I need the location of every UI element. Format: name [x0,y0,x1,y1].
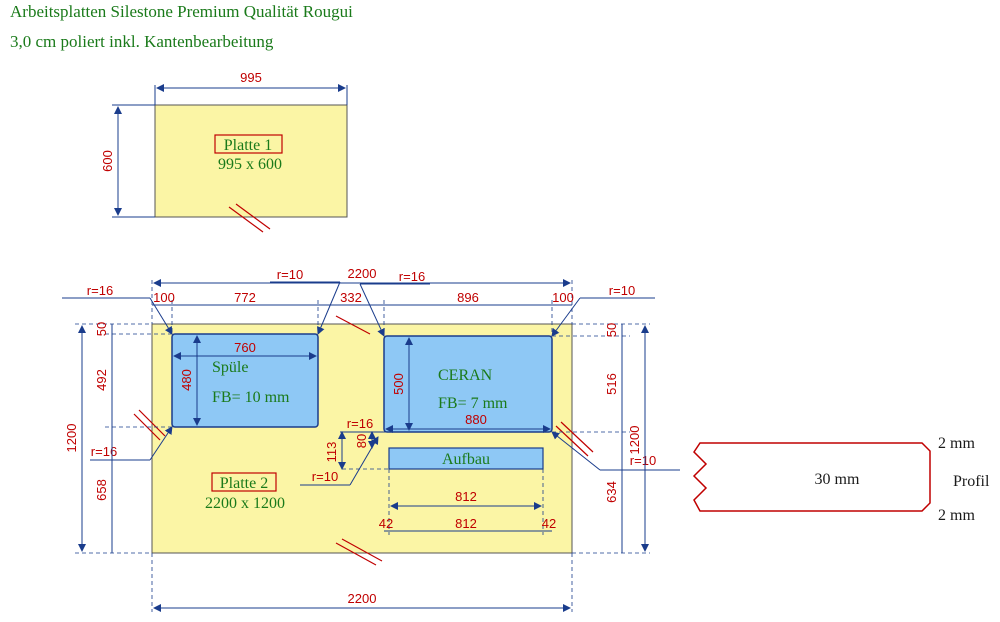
aufbau-label: Aufbau [442,451,490,468]
radius-mid-r10: r=10 [312,469,338,484]
sink-label: Spüle [212,359,248,376]
left-dim-492: 492 [94,369,109,391]
left-dim-total: 1200 [64,424,79,453]
plate-2-name-box [211,472,277,492]
profile-top-chamfer: 2 mm [938,435,975,452]
top-seg-2: 772 [234,290,256,305]
profile-label: Profil [953,473,990,490]
sink-width-label: 760 [234,340,256,355]
right-dim-516: 516 [604,373,619,395]
dim-113: 113 [324,442,339,463]
aufbau-left-offset: 42 [379,516,393,531]
plate-2: Spüle FB= 10 mm 760 480 CERAN FB= 7 mm 8… [62,266,680,612]
radius-top-right: r=10 [609,283,635,298]
hob-fb: FB= 7 mm [438,395,508,412]
plate-1-height-label: 600 [100,150,115,172]
hob-height-label: 500 [391,373,406,395]
radius-left-lower: r=16 [91,444,117,459]
top-seg-1: 100 [153,290,175,305]
top-seg-4: 896 [457,290,479,305]
aufbau-width-label: 812 [455,489,477,504]
profile-outline [692,442,931,512]
radius-mid-r16: r=16 [347,416,373,431]
aufbau-bottom-width: 812 [455,516,477,531]
hob-label: CERAN [438,367,493,384]
right-dim-634: 634 [604,481,619,503]
aufbau-cutout [388,447,544,470]
plate-1-name: Platte 1 [224,137,272,154]
top-seg-3: 332 [340,290,362,305]
left-dim-658: 658 [94,479,109,501]
profile-bottom-chamfer: 2 mm [938,507,975,524]
plate-1-body [154,104,348,218]
sink-fb: FB= 10 mm [212,389,290,406]
radius-top-mid-left: r=10 [277,267,303,282]
right-dim-total: 1200 [627,426,642,455]
right-dim-50: 50 [604,323,619,337]
plate-1-size: 995 x 600 [218,156,282,173]
grain-mark-2b [341,538,383,562]
profile-thickness: 30 mm [815,471,860,488]
left-dim-50: 50 [94,322,109,336]
radius-top-mid-right: r=16 [399,269,425,284]
radius-top-left: r=16 [87,283,113,298]
plate-1-name-box [214,134,283,154]
dim-80: 80 [354,434,369,448]
plate-1-width-label: 995 [240,70,262,85]
hob-width-label: 880 [465,412,487,427]
plate-2-bottom-total: 2200 [348,591,377,606]
plate-2-size: 2200 x 1200 [205,495,285,512]
plate-2-top-total: 2200 [348,266,377,281]
plate-2-name: Platte 2 [220,475,268,492]
top-seg-5: 100 [552,290,574,305]
plate-1: Platte 1 995 x 600 995 600 [100,70,348,233]
sink-height-label: 480 [179,369,194,391]
grain-mark-1b [235,203,271,230]
grain-mark-1a [228,206,264,233]
edge-profile: 30 mm 2 mm Profil 2 mm [692,435,990,524]
grain-mark-2a [335,542,377,566]
header-title-line-1: Arbeitsplatten Silestone Premium Qualitä… [10,2,353,21]
header-title-line-2: 3,0 cm poliert inkl. Kantenbearbeitung [10,32,274,51]
aufbau-right-offset: 42 [542,516,556,531]
